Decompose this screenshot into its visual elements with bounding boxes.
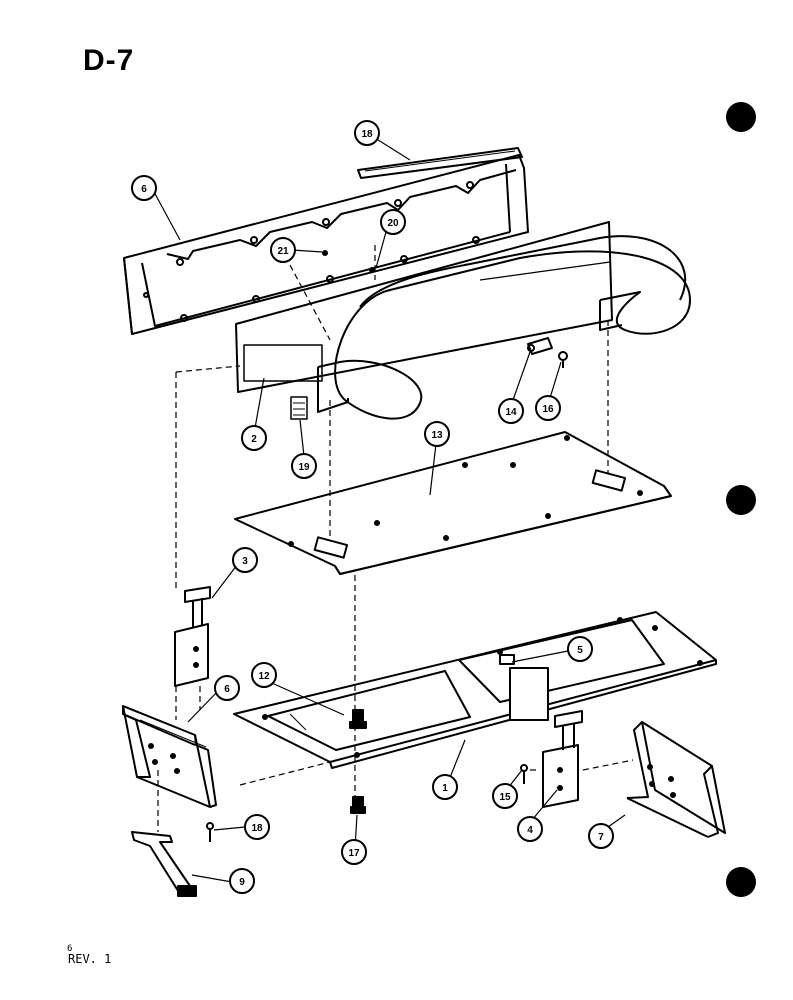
callout-15: 15 <box>492 783 518 809</box>
svg-text:6: 6 <box>141 184 147 195</box>
screw-part-16 <box>558 351 568 368</box>
svg-text:3: 3 <box>242 556 248 567</box>
revision-superscript: 6 <box>67 944 73 954</box>
svg-text:15: 15 <box>499 792 511 803</box>
svg-text:5: 5 <box>577 645 583 656</box>
display-board <box>235 221 613 420</box>
callout-2: 2 <box>241 425 267 451</box>
callout-19: 19 <box>291 453 317 479</box>
page-code: D-7 <box>83 44 135 77</box>
callout-17: 17 <box>341 839 367 865</box>
revision-label: REV. 1 <box>68 952 112 966</box>
svg-text:18: 18 <box>361 129 373 140</box>
callout-12: 12 <box>251 662 277 688</box>
top-trim-strip <box>357 147 523 179</box>
left-channel-rail <box>122 705 217 808</box>
binder-hole-bottom <box>726 867 756 897</box>
svg-text:18: 18 <box>251 823 263 834</box>
callout-14: 14 <box>498 398 524 424</box>
callout-18-bottom: 18 <box>244 814 270 840</box>
svg-text:2: 2 <box>251 434 257 445</box>
control-panel-frame <box>123 154 529 335</box>
svg-text:16: 16 <box>542 404 554 415</box>
callout-9: 9 <box>229 868 255 894</box>
callout-6-top: 6 <box>131 175 157 201</box>
binder-hole-top <box>726 102 756 132</box>
screw-part-10 <box>206 822 214 842</box>
left-bracket <box>174 586 211 687</box>
base-plate <box>233 611 717 769</box>
standoff-part-17 <box>350 796 366 814</box>
standoff-part-12 <box>349 709 367 729</box>
circuit-board <box>234 431 672 575</box>
leader-lines <box>152 137 626 883</box>
clip-part-14 <box>527 337 553 355</box>
callout-5: 5 <box>567 636 593 662</box>
svg-text:17: 17 <box>348 848 360 859</box>
callout-3: 3 <box>232 547 258 573</box>
callout-20: 20 <box>380 209 406 235</box>
screw-part-15 <box>520 764 528 784</box>
callout-7: 7 <box>588 823 614 849</box>
svg-text:6: 6 <box>224 684 230 695</box>
svg-text:21: 21 <box>277 246 289 257</box>
svg-text:4: 4 <box>527 825 533 836</box>
callout-18-top: 18 <box>354 120 380 146</box>
svg-text:9: 9 <box>239 877 245 888</box>
svg-text:14: 14 <box>505 407 517 418</box>
svg-text:19: 19 <box>298 462 310 473</box>
screw-part-21 <box>322 250 328 256</box>
binder-hole-middle <box>726 485 756 515</box>
svg-text:20: 20 <box>387 218 399 229</box>
svg-text:1: 1 <box>442 783 448 794</box>
callout-21: 21 <box>270 237 296 263</box>
right-bracket <box>542 710 583 808</box>
ribbon-cable <box>317 235 691 420</box>
callout-1: 1 <box>432 774 458 800</box>
callout-6-bottom: 6 <box>214 675 240 701</box>
callout-16: 16 <box>535 395 561 421</box>
svg-text:7: 7 <box>598 832 604 843</box>
callout-4: 4 <box>517 816 543 842</box>
callout-13: 13 <box>424 421 450 447</box>
screw-part-20 <box>369 267 375 273</box>
svg-text:12: 12 <box>258 671 270 682</box>
ground-strap <box>131 831 197 897</box>
right-channel-rail <box>626 721 726 838</box>
svg-text:13: 13 <box>431 430 443 441</box>
alignment-lines <box>157 245 634 832</box>
